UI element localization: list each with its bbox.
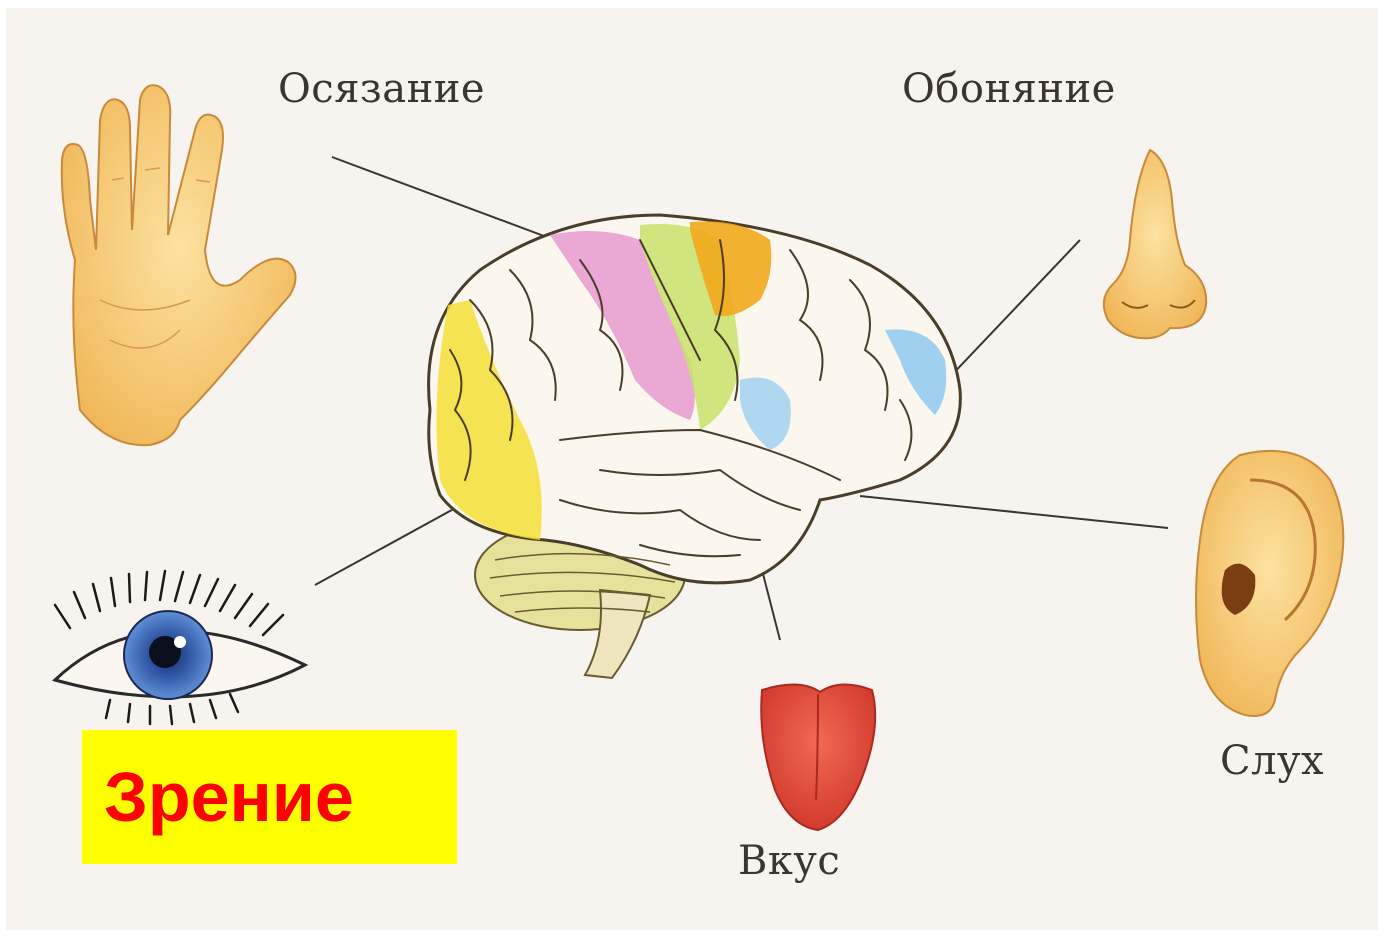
tongue-icon xyxy=(761,684,875,830)
line-hearing xyxy=(860,496,1168,528)
vision-highlight-box: Зрение xyxy=(82,730,457,864)
ear-icon xyxy=(1196,451,1343,716)
hand-icon xyxy=(62,85,296,445)
label-taste: Вкус xyxy=(738,838,840,884)
nose-icon xyxy=(1104,150,1206,338)
line-vision xyxy=(315,500,470,585)
label-smell: Обоняние xyxy=(902,66,1116,112)
label-hearing: Слух xyxy=(1220,738,1324,784)
label-touch: Осязание xyxy=(278,66,485,112)
brain-icon xyxy=(429,215,961,678)
label-vision: Зрение xyxy=(104,757,354,837)
line-touch xyxy=(332,157,560,242)
line-taste xyxy=(762,570,780,640)
eye-icon xyxy=(55,571,305,724)
